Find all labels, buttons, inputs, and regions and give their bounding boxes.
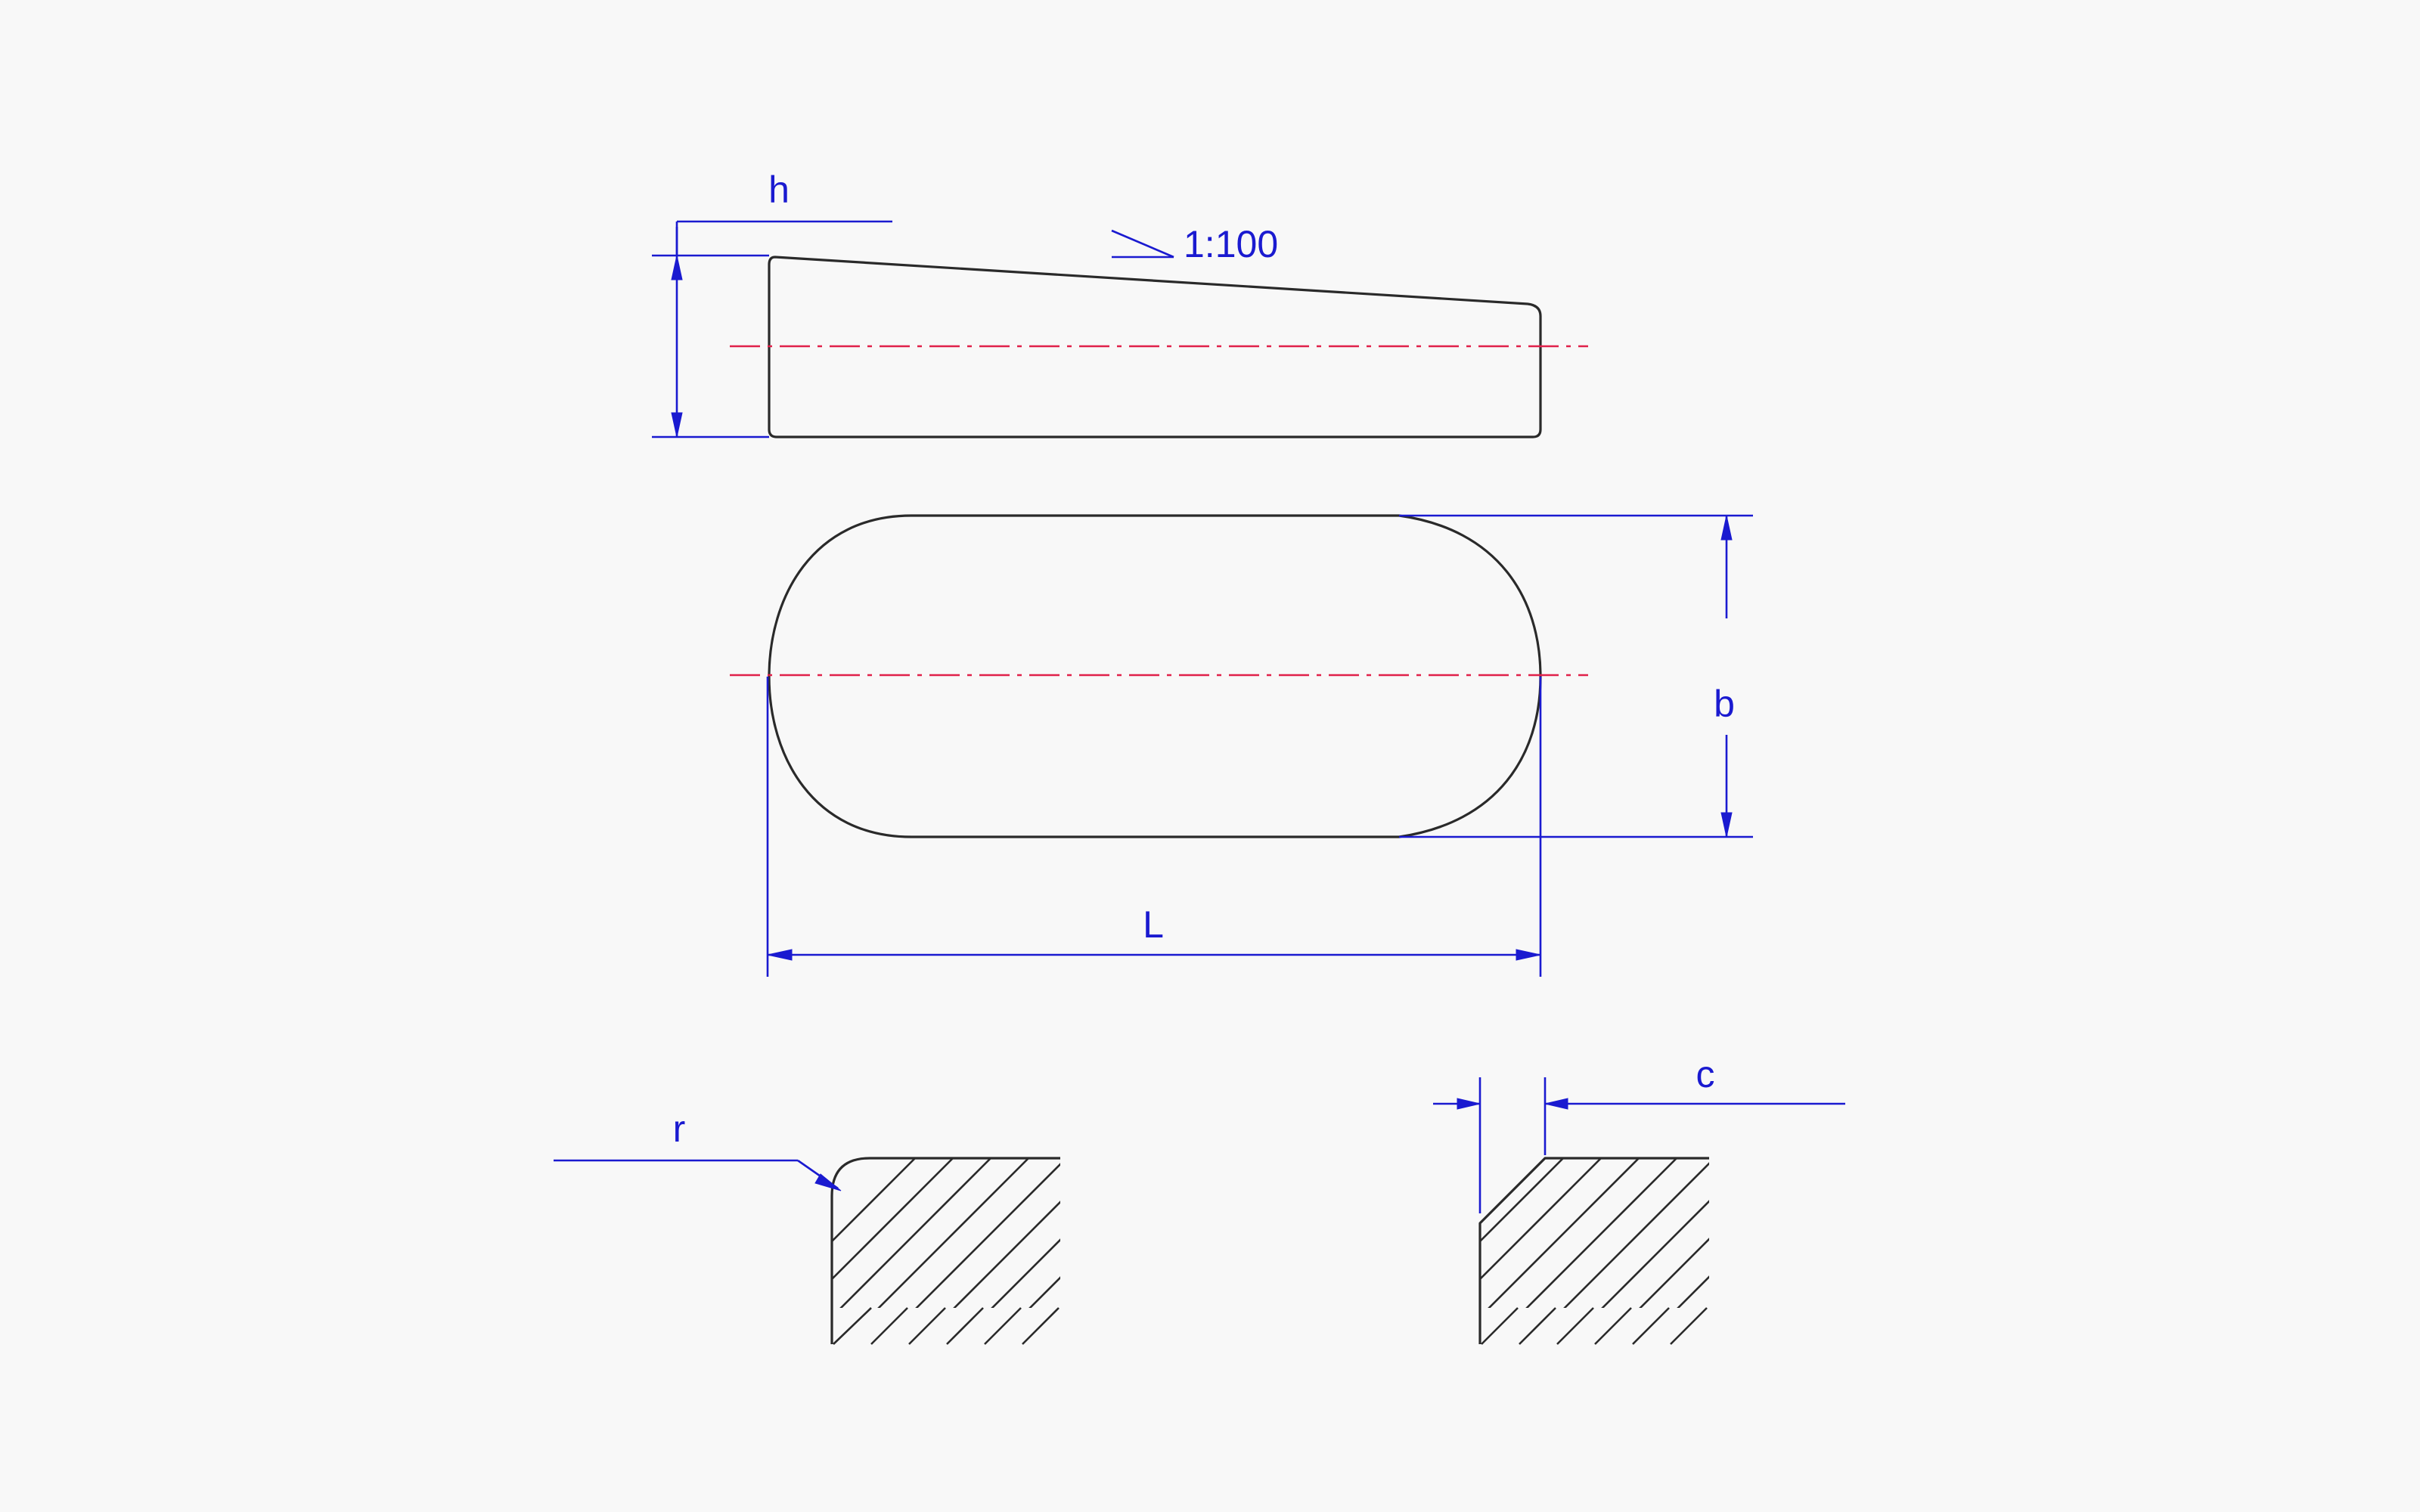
height-dimension: h [652, 169, 892, 438]
taper-annotation: 1:100 [1111, 223, 1278, 265]
chamfered-edge-detail [1478, 1157, 1709, 1345]
tapered-key-side-view [730, 256, 1588, 438]
rounded-edge-detail [830, 1157, 1060, 1345]
length-dimension: L [766, 677, 1542, 977]
chamfered-edge-hatching [1480, 1158, 1709, 1308]
chamfered-edge-hatching-bottom [1481, 1307, 1708, 1345]
rounded-edge-hatching-bottom [833, 1307, 1060, 1345]
key-plan-outline [768, 514, 1542, 838]
L-arrow-right [1516, 949, 1541, 961]
taper-symbol-icon [1111, 229, 1174, 259]
radius-dimension: r [554, 1108, 842, 1191]
c-arrow-left [1457, 1098, 1481, 1110]
key-side-outline [768, 256, 1542, 438]
b-arrow-bottom [1720, 812, 1733, 838]
rounded-edge-hatching [832, 1158, 1060, 1308]
h-label: h [768, 169, 790, 211]
chamfer-dimension: c [1433, 1053, 1845, 1213]
L-label: L [1143, 903, 1164, 946]
r-arrow [814, 1173, 842, 1191]
c-label: c [1696, 1053, 1715, 1095]
b-arrow-top [1720, 515, 1733, 541]
width-dimension: b [1399, 514, 1753, 838]
chamfered-edge-outline [1478, 1157, 1709, 1344]
L-arrow-left [767, 949, 793, 961]
c-arrow-right [1544, 1098, 1568, 1110]
r-label: r [673, 1108, 686, 1150]
h-arrow-bottom [671, 412, 683, 438]
taper-ratio-label: 1:100 [1184, 223, 1278, 265]
h-arrow-top [671, 255, 683, 280]
b-label: b [1714, 683, 1735, 725]
rounded-edge-outline [830, 1157, 1060, 1344]
key-plan-view [730, 514, 1588, 838]
